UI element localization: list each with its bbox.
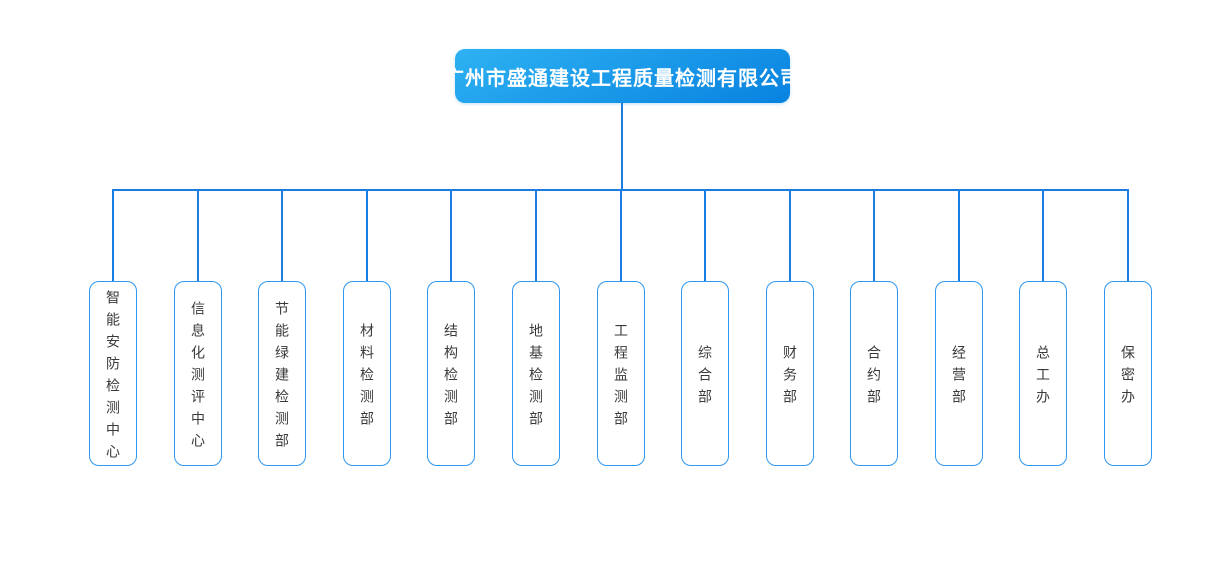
department-node: 工程监测部 — [597, 281, 645, 466]
department-label: 结构检测部 — [443, 322, 459, 433]
department-label: 总工办 — [1035, 344, 1051, 411]
connector-drop — [873, 189, 875, 281]
connector-stem — [621, 103, 623, 190]
connector-drop — [197, 189, 199, 281]
root-title: 广州市盛通建设工程质量检测有限公司 — [444, 67, 801, 90]
connector-drop — [366, 189, 368, 281]
connector-drop — [958, 189, 960, 281]
department-label: 节能绿建检测部 — [274, 300, 290, 455]
department-label: 材料检测部 — [359, 322, 375, 433]
department-label: 合约部 — [866, 344, 882, 411]
department-node: 地基检测部 — [512, 281, 560, 466]
department-label: 经营部 — [951, 344, 967, 411]
department-label: 地基检测部 — [528, 322, 544, 433]
department-label: 信息化测评中心 — [190, 300, 206, 455]
connector-drop — [450, 189, 452, 281]
department-label: 综合部 — [697, 344, 713, 411]
department-label: 保密办 — [1120, 344, 1136, 411]
department-node: 节能绿建检测部 — [258, 281, 306, 466]
connector-drop — [112, 189, 114, 281]
connector-drop — [535, 189, 537, 281]
connector-drop — [620, 189, 622, 281]
connector-drop — [281, 189, 283, 281]
connector-drop — [1127, 189, 1129, 281]
department-label: 财务部 — [782, 344, 798, 411]
department-label: 工程监测部 — [613, 322, 629, 433]
department-node: 保密办 — [1104, 281, 1152, 466]
root-node: 广州市盛通建设工程质量检测有限公司 — [444, 49, 800, 103]
department-node: 智能安防检测中心 — [89, 281, 137, 466]
department-node: 信息化测评中心 — [174, 281, 222, 466]
connector-drop — [789, 189, 791, 281]
department-node: 财务部 — [766, 281, 814, 466]
connector-drop — [704, 189, 706, 281]
department-label: 智能安防检测中心 — [105, 289, 121, 466]
department-node: 结构检测部 — [427, 281, 475, 466]
department-node: 合约部 — [850, 281, 898, 466]
department-node: 经营部 — [935, 281, 983, 466]
department-node: 材料检测部 — [343, 281, 391, 466]
department-node: 综合部 — [681, 281, 729, 466]
department-node: 总工办 — [1019, 281, 1067, 466]
connector-drop — [1042, 189, 1044, 281]
